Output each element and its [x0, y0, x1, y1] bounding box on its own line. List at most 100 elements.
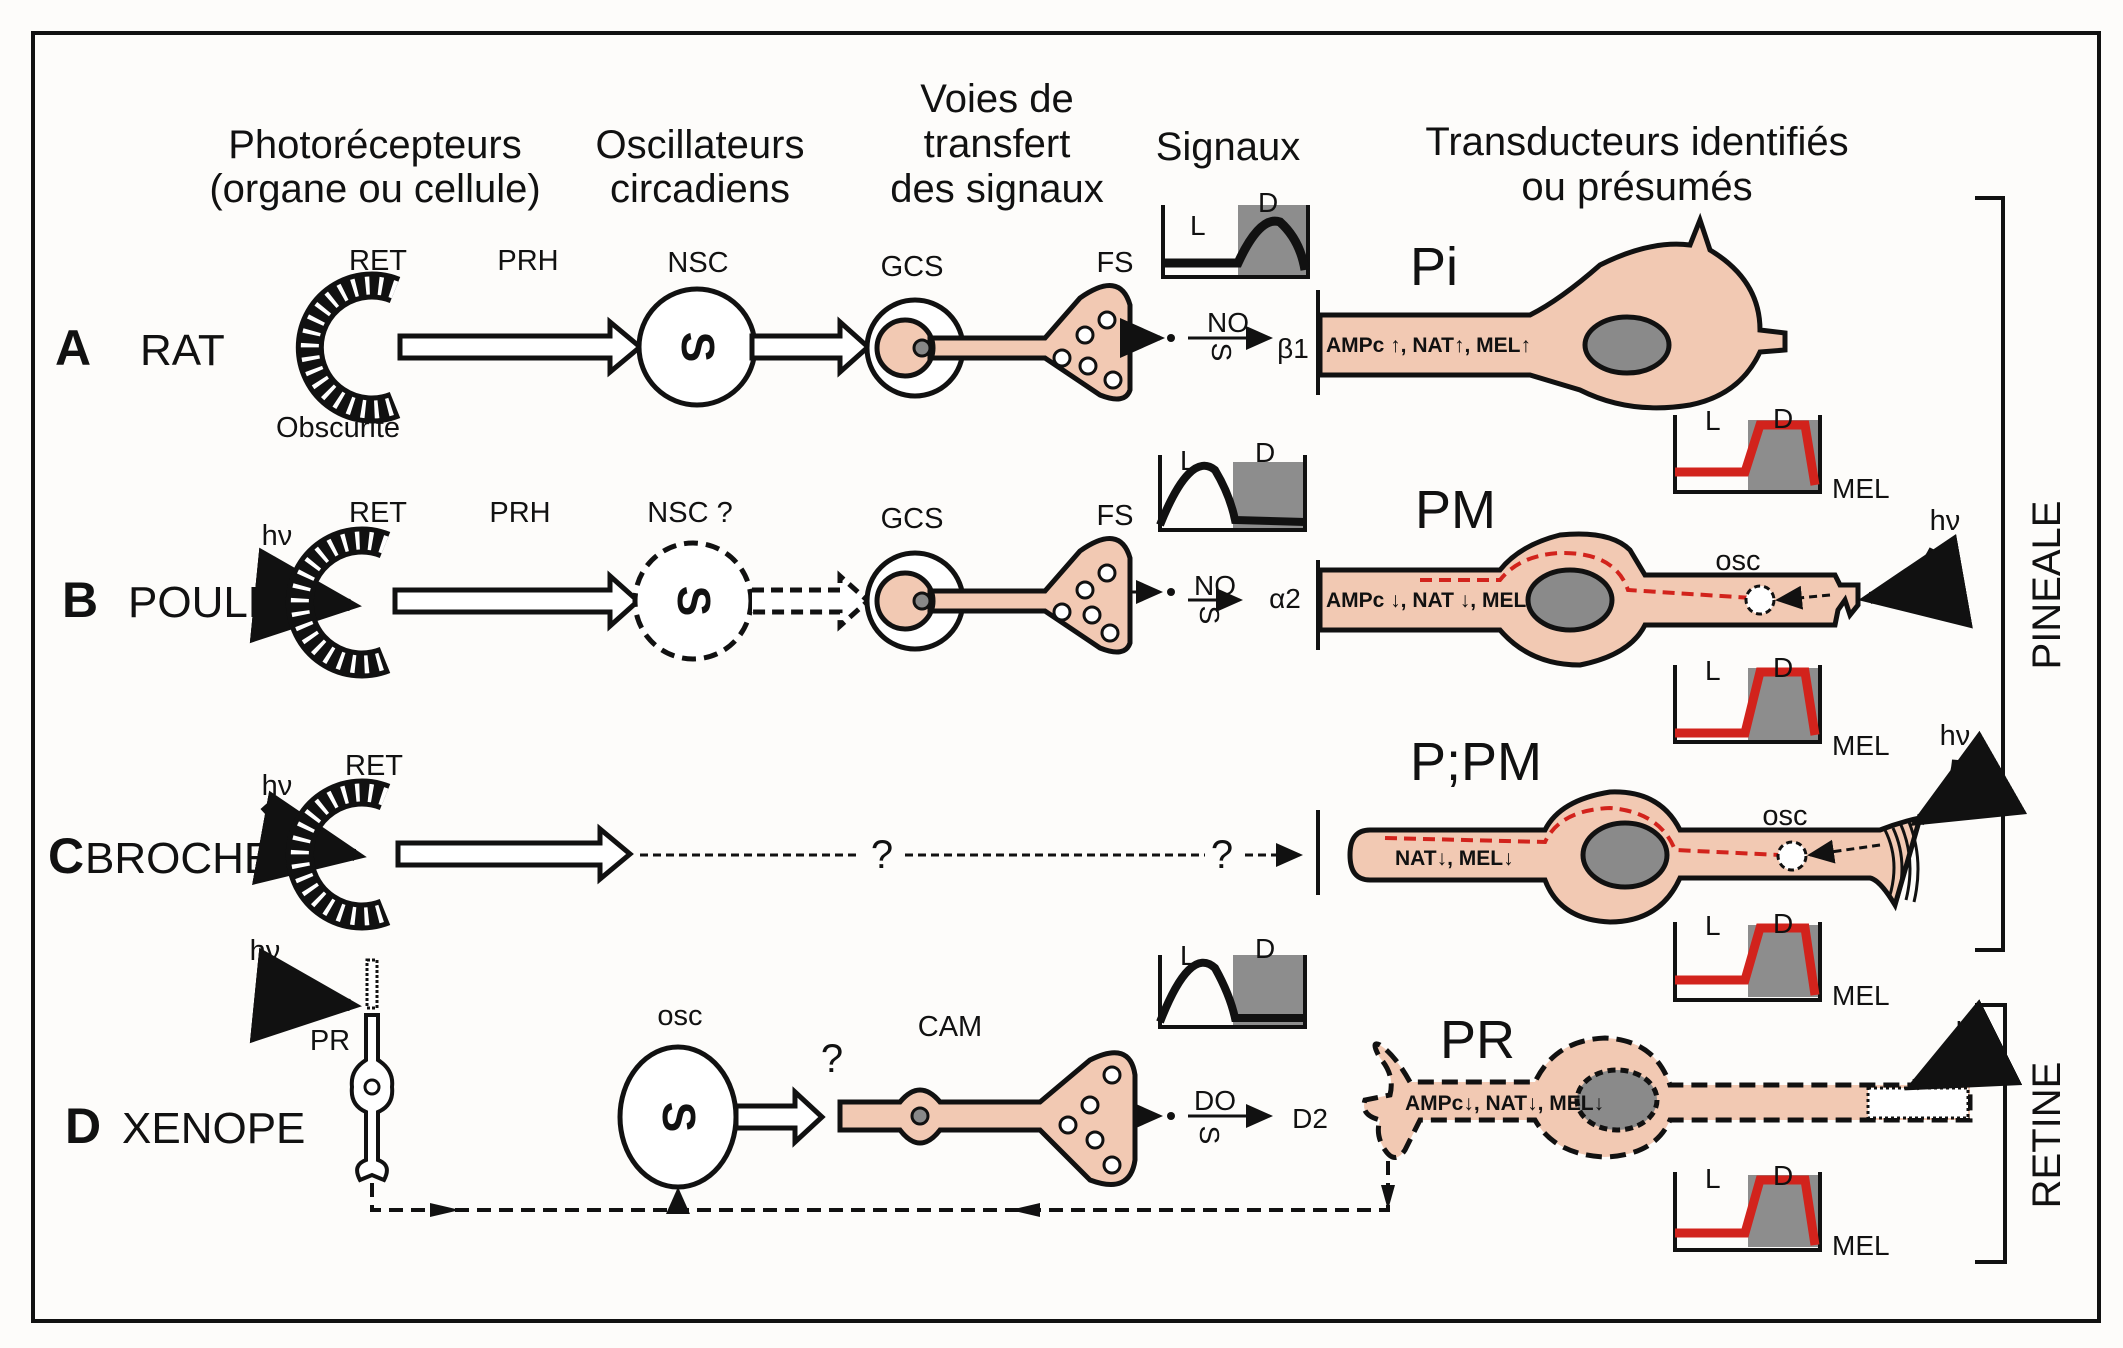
- nsc-oscillator-icon: [632, 540, 754, 662]
- species-label: XENOPE: [122, 1104, 305, 1153]
- light-label: L: [1190, 210, 1206, 241]
- cell-text: AMPc ↓, NAT ↓, MEL: [1326, 589, 1526, 612]
- hv-label: hν: [1930, 505, 1961, 537]
- header-oscillators-1: Oscillateurs: [596, 123, 805, 167]
- mel-label: MEL: [1832, 730, 1890, 761]
- header-oscillators-2: circadiens: [610, 167, 790, 211]
- header-signals: Signaux: [1156, 125, 1301, 169]
- signal-s: S: [1194, 1126, 1225, 1145]
- fs-label: FS: [1096, 500, 1133, 532]
- mel-label: MEL: [1832, 980, 1890, 1011]
- pathway-arrow: [395, 823, 634, 885]
- pathway-arrow: [733, 1086, 826, 1148]
- pathway-arrow: [749, 316, 872, 378]
- header-pathways-3: des signaux: [890, 167, 1103, 211]
- row-a: A RAT RET PRH NSC GCS FS Obscurité S NO …: [55, 187, 1788, 444]
- unknown-marker: ?: [871, 833, 893, 877]
- header-pathways-2: transfert: [924, 122, 1071, 166]
- signal-path-red: [1384, 805, 1781, 857]
- cell-text: AMPc ↑, NAT↑, MEL↑: [1326, 334, 1531, 357]
- mel-label: MEL: [1832, 473, 1890, 504]
- retinal-photoreceptor-icon: [349, 958, 395, 1183]
- ret-label: RET: [349, 497, 407, 529]
- gcs-label: GCS: [881, 503, 944, 535]
- vesicles-icon: [1058, 1065, 1122, 1175]
- fs-neuron: [874, 536, 1133, 655]
- nucleus: [1582, 314, 1672, 376]
- prh-label: PRH: [489, 497, 550, 529]
- light-arrow-icon: [249, 947, 362, 1044]
- vesicles-icon: [1052, 563, 1120, 643]
- row-b: B POULET hν RET PRH NSC ? GCS FS S NO S …: [62, 437, 1973, 679]
- retina-group-label: RETINE: [2025, 1062, 2069, 1209]
- species-label: RAT: [140, 326, 225, 375]
- outer-segment-lamellae: [1883, 821, 1920, 903]
- hv-label: h ν: [1956, 1017, 1995, 1049]
- retina-icon: [295, 271, 401, 424]
- dark-label: D: [1255, 437, 1275, 468]
- light-label: L: [1705, 910, 1721, 941]
- signal-no: NO: [1207, 307, 1249, 338]
- receptor-label: D2: [1292, 1103, 1328, 1134]
- ret-label: RET: [349, 245, 407, 277]
- nucleus: [1580, 820, 1670, 890]
- unknown-marker: ?: [821, 1037, 843, 1081]
- dark-label: D: [1255, 933, 1275, 964]
- oscillator-s-icon: S: [672, 332, 724, 363]
- ret-label: RET: [345, 750, 403, 782]
- dark-label: D: [1773, 908, 1793, 939]
- signal-graph: L D: [1161, 187, 1310, 279]
- mel-graph: L D MEL: [1673, 652, 1890, 761]
- light-arrow-icon: [1904, 999, 2023, 1091]
- row-letter: C: [48, 828, 84, 884]
- retinal-photoreceptor-cell: [1361, 1035, 1973, 1160]
- signal-graph: L D: [1156, 933, 1307, 1029]
- light-label: L: [1180, 940, 1196, 971]
- dark-label: D: [1258, 187, 1278, 218]
- vesicles-icon: [1052, 310, 1123, 390]
- cell-title: PM: [1415, 480, 1496, 540]
- pathway-arrow: [397, 316, 644, 378]
- light-label: L: [1705, 1163, 1721, 1194]
- cell-text: NAT↓, MEL↓: [1395, 847, 1514, 870]
- header-photoreceptors-2: (organe ou cellule): [209, 167, 540, 211]
- mel-graph: L D MEL: [1673, 403, 1890, 504]
- mel-graph: L D MEL: [1673, 908, 1890, 1011]
- mel-graph: L D MEL: [1673, 1160, 1890, 1261]
- light-label: L: [1705, 655, 1721, 686]
- cell-text: AMPc↓, NAT↓, MEL↓: [1405, 1092, 1604, 1115]
- signal-s: S: [1194, 606, 1225, 625]
- nsc-label: NSC ?: [647, 497, 732, 529]
- oscillator-s-icon: S: [668, 586, 720, 617]
- outer-segment-disks: [1866, 1086, 1970, 1120]
- nsc-label: NSC: [667, 247, 728, 279]
- pathway-arrow: [392, 570, 642, 632]
- cell-oscillator-icon: [1776, 840, 1808, 872]
- cell-title: Pi: [1410, 237, 1458, 297]
- figure-frame: [31, 31, 2101, 1323]
- pr-label: PR: [310, 1025, 350, 1057]
- hv-label: hν: [1940, 720, 1971, 752]
- pineal-bracket: [1975, 196, 2005, 952]
- species-label: POULET: [128, 578, 304, 627]
- osc-label: osc: [1715, 545, 1760, 577]
- light-arrow-icon: [1858, 533, 1973, 629]
- hv-label: hν: [250, 935, 281, 967]
- header-pathways-1: Voies de: [920, 77, 1073, 121]
- species-label: BROCHET: [85, 834, 300, 883]
- header-transducers-2: ou présumés: [1521, 165, 1752, 209]
- dark-label: D: [1773, 1160, 1793, 1191]
- osc-label: osc: [657, 1000, 702, 1032]
- row-letter: A: [55, 320, 91, 376]
- receptor-label: α2: [1269, 583, 1301, 614]
- cam-label: CAM: [918, 1011, 982, 1043]
- oscillator-s-icon: S: [653, 1102, 705, 1133]
- light-label: L: [1705, 405, 1721, 436]
- fs-label: FS: [1096, 247, 1133, 279]
- signal-no: NO: [1194, 570, 1236, 601]
- hv-label: hν: [262, 770, 293, 802]
- row-letter: B: [62, 572, 98, 628]
- retina-bracket: [1975, 1003, 2007, 1264]
- gcs-label: GCS: [881, 251, 944, 283]
- signal-path-red: [1420, 550, 1753, 600]
